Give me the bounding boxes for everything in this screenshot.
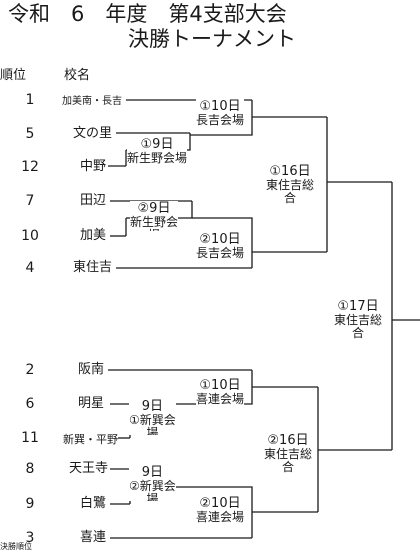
bracket-line — [175, 486, 253, 538]
match-label: ①10日 長吉会場 — [196, 99, 245, 127]
team-name: 喜連 — [79, 530, 106, 545]
team-rank: 3 — [25, 530, 35, 546]
team-name: 東住吉 — [72, 260, 112, 275]
match-label: ②10日 長吉会場 — [196, 232, 245, 260]
team-name: 新巽・平野 — [63, 433, 118, 446]
match-label: ①16日 東住吉総 合 — [266, 164, 315, 205]
rank-header: 順位 — [0, 68, 27, 83]
team-name: 中野 — [79, 159, 106, 174]
team-name: 加美南・長吉 — [62, 96, 122, 107]
match-label: ①9日 新生野会場 — [127, 137, 188, 165]
team-name: 田辺 — [79, 193, 106, 208]
final-match-label: ①17日 東住吉総 合 — [334, 299, 383, 340]
team-name: 明星 — [77, 396, 104, 411]
team-rank: 4 — [25, 260, 35, 276]
team-rank: 1 — [25, 92, 35, 108]
match-label: 9日 ①新巽会 場 — [129, 399, 176, 435]
team-name: 白鷺 — [79, 496, 106, 511]
team-name: 阪南 — [77, 362, 104, 377]
match-label: ②10日 喜連会場 — [196, 496, 245, 524]
team-rank: 12 — [21, 159, 39, 175]
team-rank: 10 — [21, 228, 39, 244]
bracket-line — [192, 217, 253, 268]
match-label: ②9日 新生野会 場 — [130, 201, 179, 231]
school-header: 校名 — [64, 68, 91, 83]
title-line2: 決勝トーナメント — [128, 27, 296, 51]
team-name: 天王寺 — [68, 461, 108, 476]
team-rank: 2 — [25, 362, 35, 378]
bracket-line — [190, 100, 253, 136]
team-name: 加美 — [79, 228, 106, 243]
team-rank: 11 — [21, 430, 39, 446]
team-rank: 6 — [25, 396, 35, 412]
match-label: ①10日 喜連会場 — [196, 378, 245, 406]
team-rank: 8 — [25, 461, 35, 477]
team-rank: 5 — [25, 126, 35, 142]
team-name: 文の里 — [72, 126, 112, 141]
team-rank: 9 — [25, 496, 35, 512]
title-line1: 令和 6 年度 第4支部大会 — [8, 2, 287, 26]
footer-note: 決勝順位 — [0, 542, 32, 551]
match-label: 9日 ②新巽会 場 — [129, 465, 176, 501]
match-label: ②16日 東住吉総 合 — [264, 433, 313, 474]
team-rank: 7 — [25, 193, 35, 209]
